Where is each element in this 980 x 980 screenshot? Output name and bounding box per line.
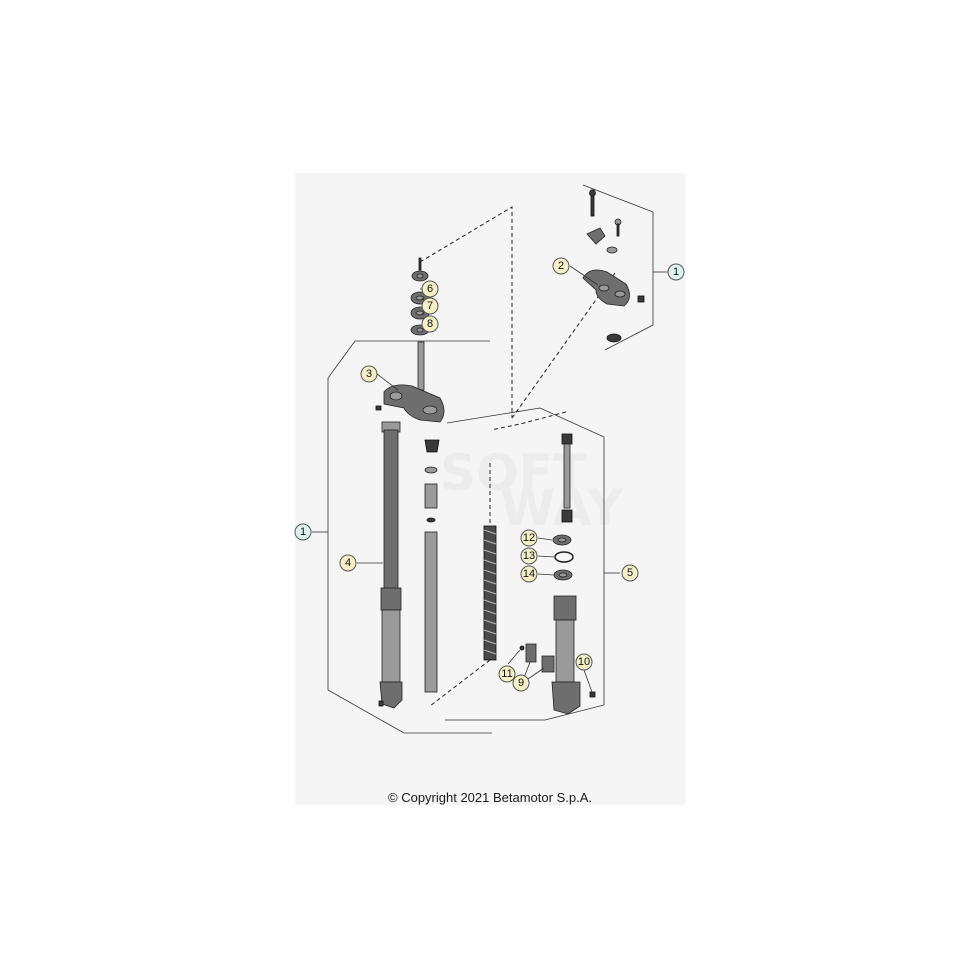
callout-13: 13 [520, 547, 538, 565]
callout-10: 10 [575, 653, 593, 671]
callout-14: 14 [520, 565, 538, 583]
callout-label: 12 [523, 532, 535, 544]
callout-label: 2 [558, 260, 564, 272]
callout-1-left: 1 [294, 523, 312, 541]
callout-label: 7 [427, 300, 433, 312]
callout-3: 3 [360, 365, 378, 383]
callout-label: 1 [300, 526, 306, 538]
right-fork-leg [519, 433, 596, 715]
fork-spring [483, 525, 497, 661]
callout-label: 1 [673, 266, 679, 278]
callout-label: 14 [523, 568, 535, 580]
callout-circle [552, 257, 570, 275]
watermark: SOFT WAY [440, 444, 624, 537]
callout-leaders [357, 265, 599, 693]
watermark-line-1: SOFT [440, 444, 587, 502]
callout-circle [421, 280, 439, 298]
callout-circle [512, 674, 530, 692]
callout-7: 7 [421, 297, 439, 315]
left-fork-leg [378, 421, 403, 709]
callout-circle [421, 315, 439, 333]
callout-circle [339, 554, 357, 572]
callout-9: 9 [512, 674, 530, 692]
callout-label: 9 [518, 677, 524, 689]
callout-label: 11 [501, 668, 512, 680]
callout-circle [621, 564, 639, 582]
callout-label: 5 [627, 567, 633, 579]
callout-label: 8 [427, 318, 433, 330]
callout-4: 4 [339, 554, 357, 572]
callout-11: 11 [498, 665, 516, 683]
diagram-sheet [295, 173, 685, 805]
callout-label: 4 [345, 557, 351, 569]
callout-label: 10 [578, 656, 590, 668]
callout-12: 12 [520, 529, 538, 547]
callout-circle [294, 523, 312, 541]
inner-cartridge [424, 439, 440, 693]
callout-circle [575, 653, 593, 671]
callout-circle [667, 263, 685, 281]
callout-label: 6 [427, 283, 433, 295]
callout-2: 2 [552, 257, 570, 275]
callout-5: 5 [621, 564, 639, 582]
copyright-text: © Copyright 2021 Betamotor S.p.A. [388, 790, 592, 805]
callout-1-top: 1 [667, 263, 685, 281]
callout-circle [520, 547, 538, 565]
callout-8: 8 [421, 315, 439, 333]
lower-triple-clamp [375, 341, 445, 423]
callout-label: 13 [523, 550, 535, 562]
callout-circle [360, 365, 378, 383]
callout-6: 6 [421, 280, 439, 298]
callout-circle [421, 297, 439, 315]
callout-label: 3 [366, 368, 372, 380]
assembly-brackets [312, 184, 668, 734]
assembly-dashes [419, 206, 616, 707]
upper-triple-clamp [582, 189, 645, 343]
callout-circle [520, 529, 538, 547]
callouts: 1 2 3 6 7 8 1 4 [294, 257, 685, 692]
callout-circle [520, 565, 538, 583]
callout-circle [498, 665, 516, 683]
watermark-line-2: WAY [500, 479, 624, 537]
